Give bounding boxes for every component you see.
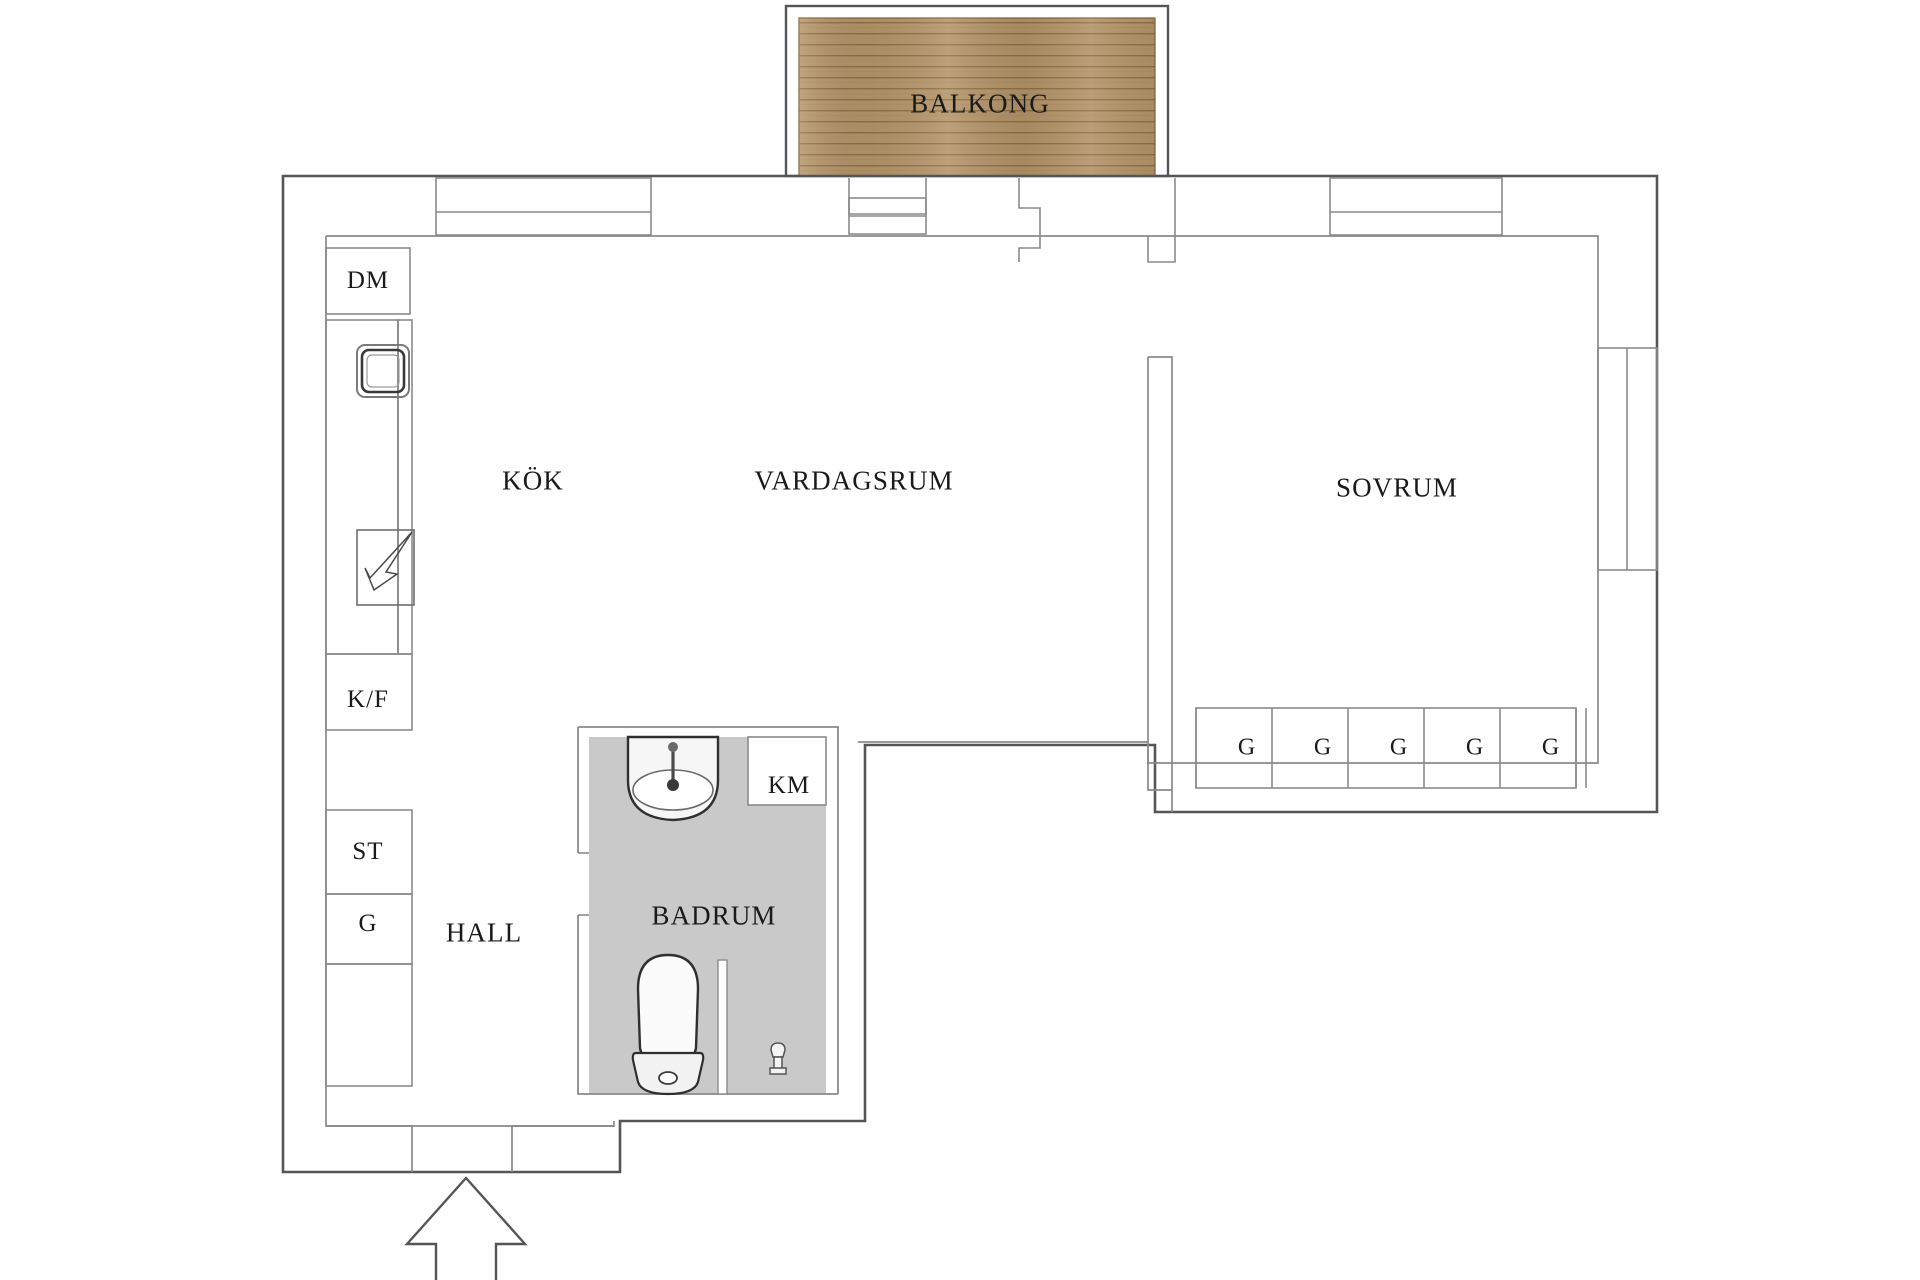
dishwasher-box	[325, 247, 411, 315]
kitchen-counter-run	[325, 247, 413, 731]
room-label-hall: HALL	[445, 917, 523, 948]
kitchen-sink-icon	[356, 344, 410, 398]
bathroom-door-opening	[578, 852, 589, 916]
fridge-freezer-box	[325, 653, 413, 731]
bathroom-wall-left	[577, 727, 838, 1095]
bedroom-partition-wall	[1147, 356, 1173, 812]
apartment-outer-wall	[281, 174, 1659, 1174]
wall-notch-balcony	[1147, 236, 1176, 263]
wardrobe-label-g-1: G	[1237, 734, 1257, 761]
wardrobe-label-g-4: G	[1465, 734, 1485, 761]
window-opening-right	[1597, 347, 1658, 571]
room-label-badrum: BADRUM	[651, 900, 777, 931]
bathroom-sink-icon	[626, 735, 720, 822]
toilet-icon	[631, 953, 705, 1096]
balcony-structure	[784, 4, 1170, 178]
wardrobe-label-g-2: G	[1313, 734, 1333, 761]
balcony-door-opening	[848, 178, 1176, 262]
bathroom-wall-outer	[578, 726, 839, 1094]
room-label-sovrum: SOVRUM	[1335, 472, 1459, 503]
apartment-inner-wall-face	[325, 235, 1599, 1127]
entrance-arrow	[404, 1176, 528, 1280]
wardrobe-label-g-5: G	[1541, 734, 1561, 761]
fixture-label-dm: DM	[346, 267, 390, 294]
room-label-kok: KÖK	[502, 465, 564, 496]
balcony-deck-shading	[799, 18, 1155, 176]
washing-machine-box	[747, 736, 827, 806]
room-label-balkong: BALKONG	[910, 88, 1050, 119]
hall-closet-blank	[325, 963, 413, 1087]
fixture-label-km: KM	[767, 772, 811, 799]
floor-drain-icon	[769, 1042, 787, 1075]
room-label-vardagsrum: VARDAGSRUM	[754, 465, 954, 496]
hall-closet-run	[325, 809, 413, 1087]
window-openings-top	[435, 177, 1503, 236]
fixture-label-kf: K/F	[347, 686, 389, 713]
fixture-label-st: ST	[352, 838, 384, 865]
shower-screen	[717, 959, 728, 1095]
fixture-label-hall-g: G	[358, 910, 378, 937]
stove-icon	[356, 529, 415, 606]
wardrobe-label-g-3: G	[1389, 734, 1409, 761]
entrance-door-opening	[326, 1121, 615, 1172]
bedroom-wardrobe-row	[1195, 707, 1587, 789]
